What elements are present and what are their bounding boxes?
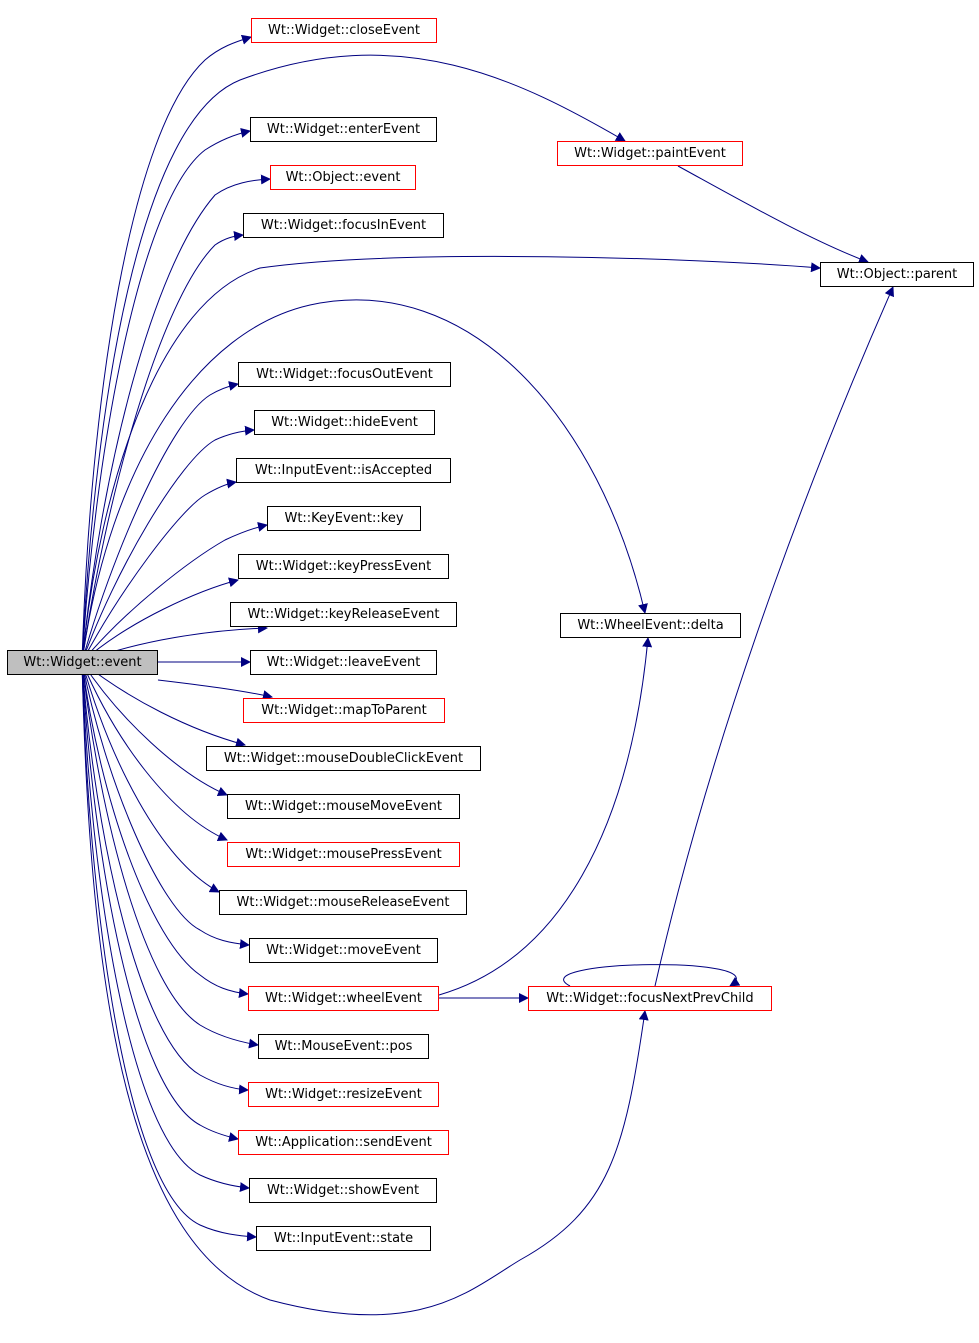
node-widget-leave-event: Wt::Widget::leaveEvent bbox=[250, 650, 437, 675]
node-widget-show-event: Wt::Widget::showEvent bbox=[249, 1178, 437, 1203]
edge-root-to-keyPressEvent bbox=[81, 577, 239, 663]
edge-root-to-mousePressEvent bbox=[81, 661, 228, 841]
edge-focusNextPrevChild-to-parent bbox=[654, 286, 894, 987]
edge-root-to-showEvent bbox=[81, 661, 250, 1193]
node-widget-mouse-press-event[interactable]: Wt::Widget::mousePressEvent bbox=[227, 842, 460, 867]
node-widget-event-root: Wt::Widget::event bbox=[7, 650, 158, 675]
edge-root-to-hideEvent bbox=[81, 425, 255, 663]
node-widget-key-press-event: Wt::Widget::keyPressEvent bbox=[238, 554, 449, 579]
edge-root-to-closeEvent bbox=[81, 34, 252, 663]
edge-root-to-mapToParent bbox=[157, 679, 273, 700]
edge-root-to-moveEvent bbox=[81, 661, 250, 950]
edge-root-to-sendEvent bbox=[81, 661, 239, 1142]
node-key-event-key: Wt::KeyEvent::key bbox=[267, 506, 421, 531]
edge-root-to-paintEvent bbox=[81, 54, 626, 663]
edge-root-to-isAccepted bbox=[81, 478, 237, 663]
node-input-event-state: Wt::InputEvent::state bbox=[256, 1226, 431, 1251]
node-widget-move-event: Wt::Widget::moveEvent bbox=[249, 938, 438, 963]
edge-root-to-focusOutEvent bbox=[81, 381, 239, 663]
node-application-send-event[interactable]: Wt::Application::sendEvent bbox=[238, 1130, 449, 1155]
node-wheel-event-delta: Wt::WheelEvent::delta bbox=[560, 613, 741, 638]
edge-root-to-mouseReleaseEvent bbox=[81, 661, 220, 893]
edge-root-to-objectEvent bbox=[81, 174, 271, 663]
node-widget-hide-event: Wt::Widget::hideEvent bbox=[254, 410, 435, 435]
edge-root-to-focusNextPrevChild bbox=[81, 661, 649, 1316]
node-mouse-event-pos: Wt::MouseEvent::pos bbox=[258, 1034, 429, 1059]
node-widget-map-to-parent[interactable]: Wt::Widget::mapToParent bbox=[243, 698, 445, 723]
edge-focusNextPrevChild-to-focusNextPrevChild bbox=[563, 964, 741, 987]
edge-root-to-state bbox=[81, 661, 257, 1242]
edge-root-to-enterEvent bbox=[81, 127, 251, 663]
edge-root-to-mouseDoubleClickEvent bbox=[81, 661, 246, 748]
node-object-event[interactable]: Wt::Object::event bbox=[270, 165, 416, 190]
edge-root-to-parent bbox=[81, 255, 821, 663]
node-widget-paint-event[interactable]: Wt::Widget::paintEvent bbox=[557, 141, 743, 166]
node-widget-focus-next-prev-child[interactable]: Wt::Widget::focusNextPrevChild bbox=[528, 986, 772, 1011]
edge-root-to-delta bbox=[81, 299, 648, 663]
edge-wheelEvent-to-delta bbox=[438, 637, 653, 996]
edge-root-to-pos bbox=[81, 661, 259, 1049]
edge-root-to-resizeEvent bbox=[81, 661, 249, 1095]
edge-root-to-mouseMoveEvent bbox=[81, 661, 228, 797]
node-widget-mouse-move-event: Wt::Widget::mouseMoveEvent bbox=[227, 794, 460, 819]
node-object-parent: Wt::Object::parent bbox=[820, 262, 974, 287]
node-input-event-is-accepted: Wt::InputEvent::isAccepted bbox=[236, 458, 451, 483]
edge-root-to-wheelEvent bbox=[81, 661, 249, 998]
node-widget-focus-in-event: Wt::Widget::focusInEvent bbox=[243, 213, 444, 238]
edge-paintEvent-to-parent bbox=[677, 165, 869, 264]
node-widget-focus-out-event: Wt::Widget::focusOutEvent bbox=[238, 362, 451, 387]
node-widget-close-event[interactable]: Wt::Widget::closeEvent bbox=[251, 18, 437, 43]
node-widget-mouse-double-click-event: Wt::Widget::mouseDoubleClickEvent bbox=[206, 746, 481, 771]
node-widget-wheel-event[interactable]: Wt::Widget::wheelEvent bbox=[248, 986, 439, 1011]
node-widget-key-release-event: Wt::Widget::keyReleaseEvent bbox=[230, 602, 457, 627]
node-widget-resize-event[interactable]: Wt::Widget::resizeEvent bbox=[248, 1082, 439, 1107]
node-widget-mouse-release-event: Wt::Widget::mouseReleaseEvent bbox=[219, 890, 467, 915]
edge-root-to-focusInEvent bbox=[81, 231, 244, 663]
edge-root-to-key bbox=[81, 521, 268, 663]
node-widget-enter-event: Wt::Widget::enterEvent bbox=[250, 117, 437, 142]
